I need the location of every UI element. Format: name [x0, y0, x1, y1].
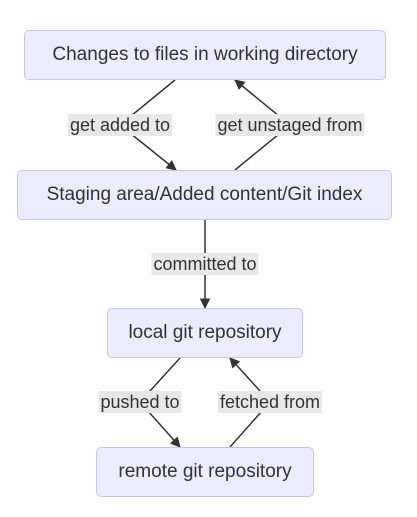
node-local-repository: local git repository: [107, 308, 303, 358]
node-local-repository-label: local git repository: [128, 322, 282, 343]
node-staging-area: Staging area/Added content/Git index: [17, 170, 392, 220]
node-remote-repository: remote git repository: [96, 447, 314, 497]
node-working-directory: Changes to files in working directory: [24, 30, 386, 80]
node-remote-repository-label: remote git repository: [118, 461, 292, 482]
edge-label-committed-to: committed to: [151, 253, 259, 275]
edge-label-fetched-from: fetched from: [217, 391, 323, 413]
node-staging-area-label: Staging area/Added content/Git index: [46, 184, 363, 205]
edge-label-pushed-to: pushed to: [98, 391, 182, 413]
edge-label-get-unstaged-from: get unstaged from: [215, 114, 365, 136]
edge-label-get-added-to: get added to: [67, 114, 173, 136]
node-working-directory-label: Changes to files in working directory: [52, 44, 358, 65]
